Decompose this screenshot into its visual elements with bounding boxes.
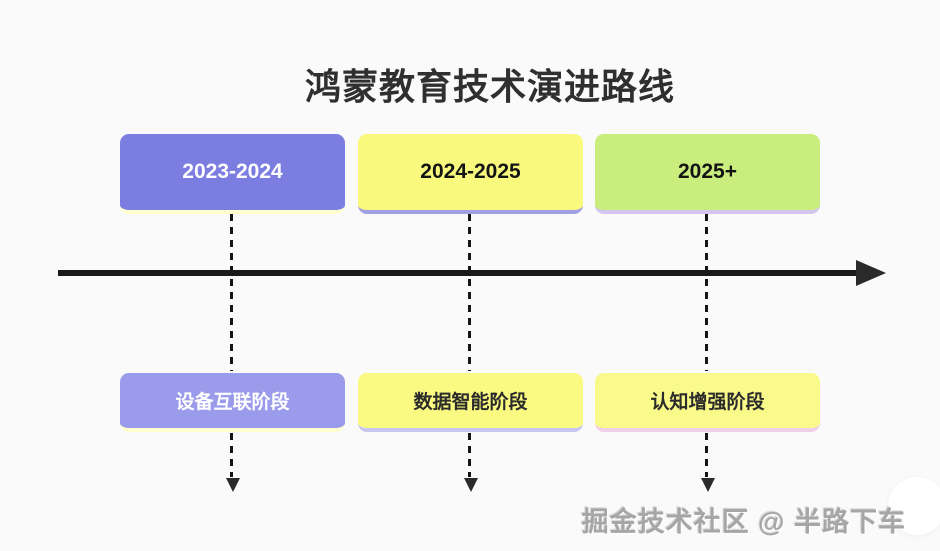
stage-label: 设备互联阶段 <box>175 392 290 413</box>
stage-box-device-interconnect: 设备互联阶段 <box>120 373 345 432</box>
period-label: 2023-2024 <box>182 160 283 183</box>
period-box-2023-2024: 2023-2024 <box>120 134 345 214</box>
period-box-2024-2025: 2024-2025 <box>358 134 583 214</box>
floating-circle-button[interactable] <box>888 477 940 535</box>
stage-box-cognitive-enhancement: 认知增强阶段 <box>595 373 820 432</box>
down-arrowhead-icon <box>226 478 240 492</box>
dashed-connector <box>705 433 708 477</box>
dashed-connector <box>230 433 233 477</box>
watermark: 掘金技术社区 @ 半路下车 <box>581 507 906 537</box>
period-label: 2024-2025 <box>420 160 521 183</box>
stage-box-data-intelligence: 数据智能阶段 <box>358 373 583 432</box>
stage-label: 数据智能阶段 <box>413 392 528 413</box>
down-arrowhead-icon <box>464 478 478 492</box>
dashed-connector <box>468 433 471 477</box>
period-box-2025-plus: 2025+ <box>595 134 820 214</box>
timeline-axis-line <box>58 270 856 276</box>
dashed-connector <box>230 214 233 371</box>
page-title: 鸿蒙教育技术演进路线 <box>304 66 675 107</box>
stage-label: 认知增强阶段 <box>650 392 765 413</box>
dashed-connector <box>705 214 708 371</box>
period-label: 2025+ <box>678 160 737 183</box>
down-arrowhead-icon <box>701 478 715 492</box>
dashed-connector <box>468 214 471 371</box>
timeline-axis-arrowhead-icon <box>856 260 886 286</box>
